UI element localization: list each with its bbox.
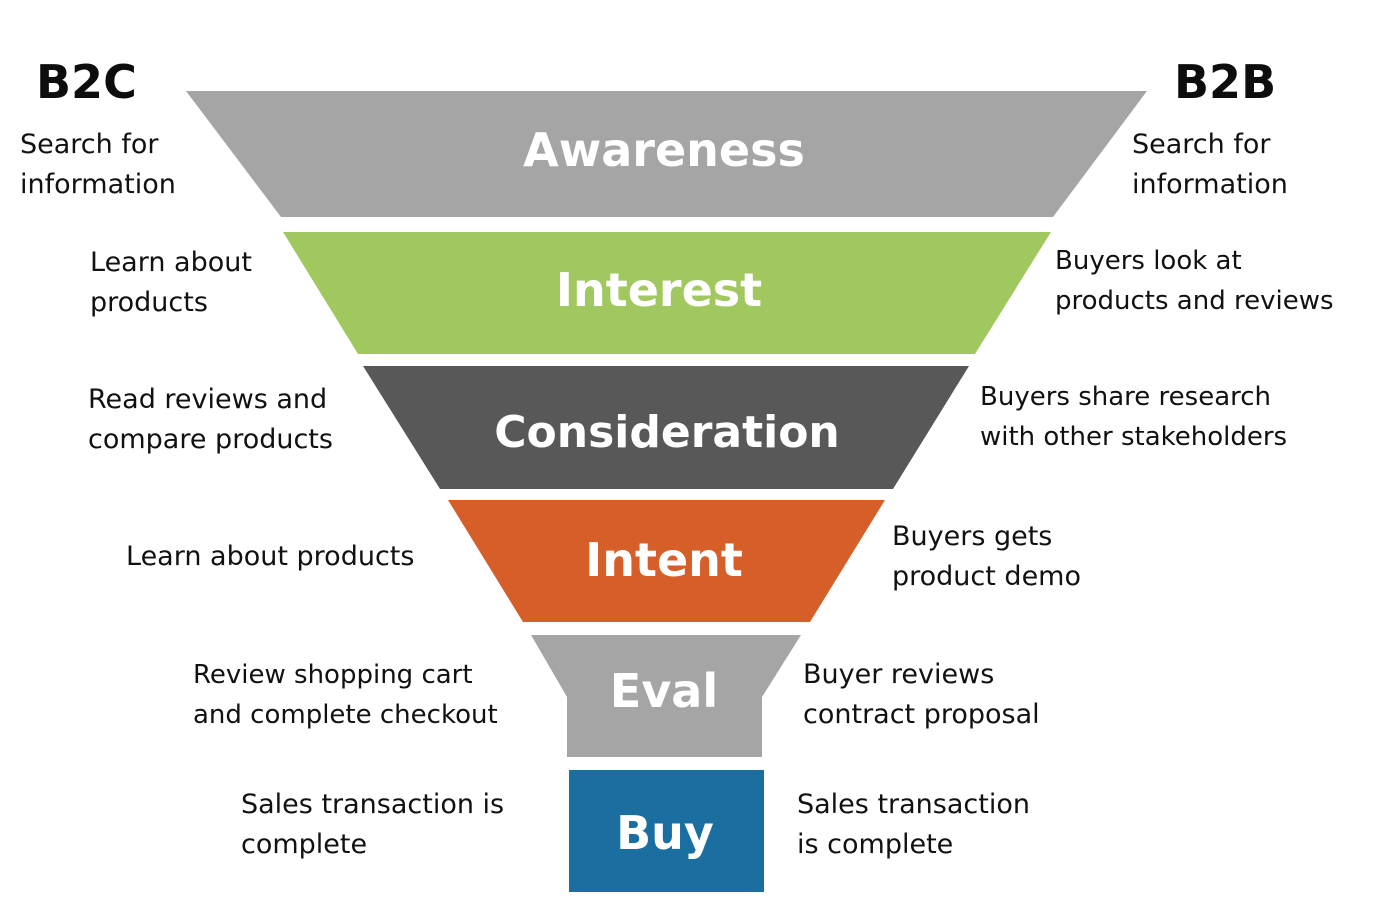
stage-awareness-label: Awareness — [523, 123, 805, 177]
stage-interest: Interest — [283, 232, 1051, 354]
b2b-note-buy: Sales transaction is complete — [797, 789, 1030, 860]
b2c-heading: B2C — [36, 55, 137, 109]
stage-buy-label: Buy — [616, 806, 714, 860]
b2b-note-awareness: Search for information — [1132, 129, 1288, 200]
b2c-note-interest: Learn about products — [90, 247, 252, 318]
b2b-note-intent: Buyers gets product demo — [892, 521, 1081, 592]
b2c-note-awareness: Search for information — [20, 129, 176, 200]
stage-intent: Intent — [448, 500, 885, 622]
b2c-note-buy: Sales transaction is complete — [241, 789, 505, 860]
stage-intent-label: Intent — [585, 533, 743, 587]
b2c-note-intent: Learn about products — [126, 541, 415, 572]
b2c-note-eval: Review shopping cart and complete checko… — [193, 660, 498, 730]
stage-buy: Buy — [569, 770, 764, 892]
stage-interest-label: Interest — [556, 263, 762, 317]
b2b-note-eval: Buyer reviews contract proposal — [803, 659, 1040, 730]
b2b-note-consideration: Buyers share research with other stakeho… — [980, 382, 1288, 452]
stage-intent-shape — [448, 500, 885, 622]
stage-eval: Eval — [531, 635, 801, 757]
b2c-note-consideration: Read reviews and compare products — [88, 384, 333, 455]
stage-awareness: Awareness — [186, 91, 1147, 217]
stage-interest-shape — [283, 232, 1051, 354]
b2b-note-interest: Buyers look at products and reviews — [1055, 246, 1334, 316]
stage-consideration: Consideration — [363, 366, 969, 489]
stage-eval-shape — [531, 635, 801, 757]
stage-awareness-shape — [186, 91, 1147, 217]
b2b-heading: B2B — [1174, 55, 1277, 109]
stage-eval-label: Eval — [610, 664, 718, 718]
stage-consideration-shape — [363, 366, 969, 489]
stage-consideration-label: Consideration — [494, 407, 840, 458]
stage-buy-shape — [569, 770, 764, 892]
